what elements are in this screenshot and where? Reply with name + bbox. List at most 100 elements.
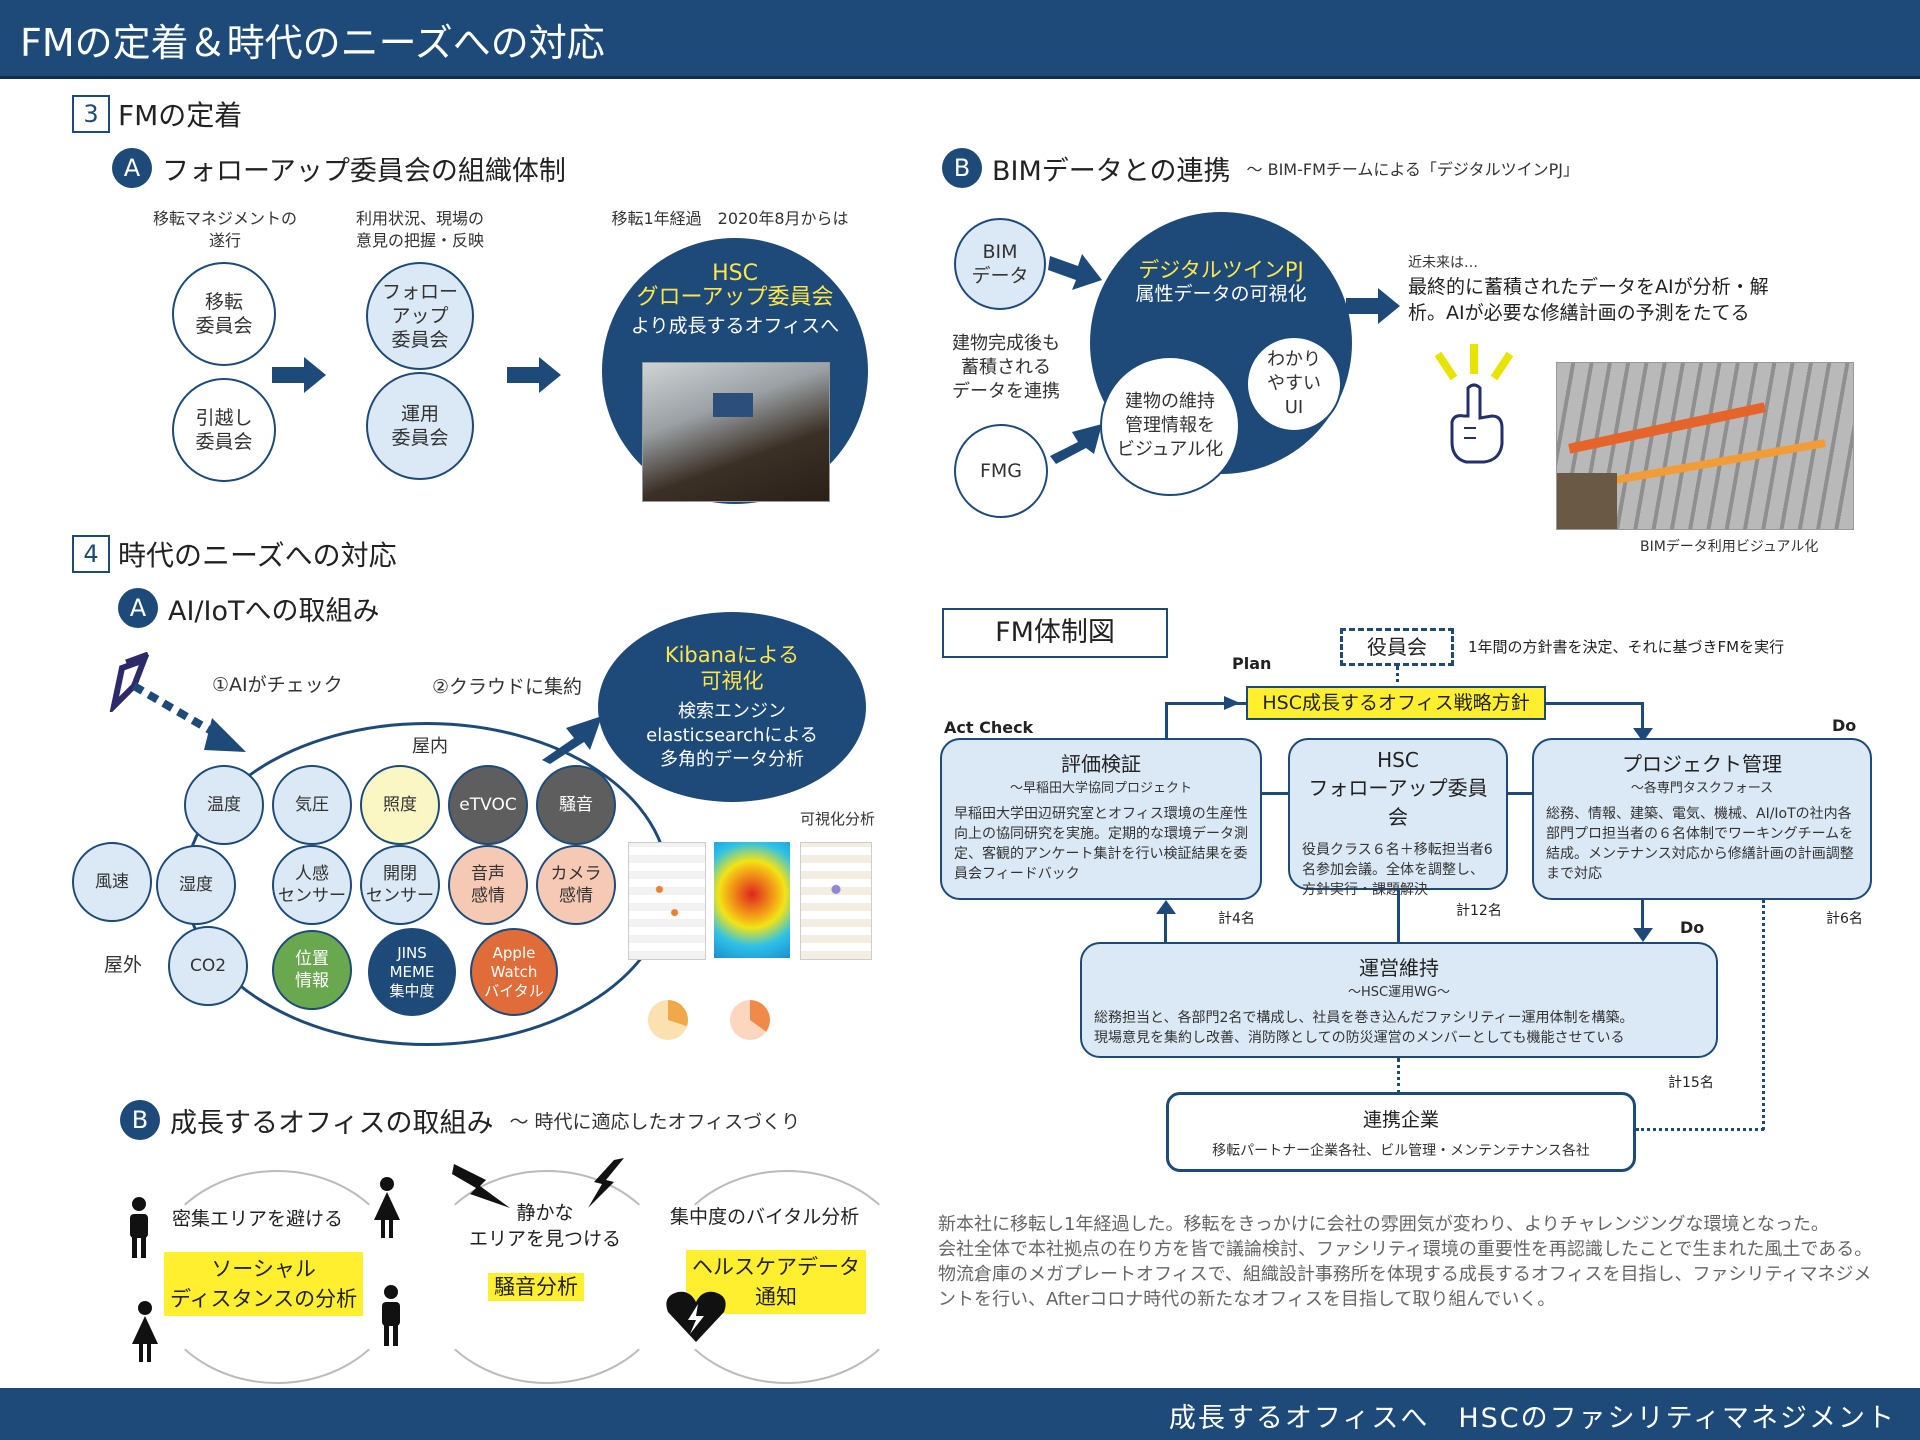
connector-line (1397, 890, 1400, 942)
meeting-photo (642, 362, 830, 502)
vis-chart-3 (800, 842, 872, 960)
fm-chart-title: FM体制図 (942, 608, 1168, 658)
section-4-heading: 4 時代のニーズへの対応 (72, 534, 397, 574)
section-title: FMの定着 (118, 99, 243, 132)
sensor-pressure: 気圧 (272, 765, 352, 845)
badge-b: B (120, 1100, 160, 1140)
sub-subtitle: ～ BIM-FMチームによる「デジタルツインPJ」 (1246, 160, 1579, 179)
sensor-label: 照度 (383, 795, 417, 815)
sensor-label: JINS MEME 集中度 (389, 943, 435, 1000)
dt-title: デジタルツインPJ (1138, 258, 1304, 282)
dt-ui-circle: わかり やすい UI (1246, 336, 1342, 432)
do-label-2: Do (1680, 918, 1705, 937)
sensor-noise: 騒音 (536, 765, 616, 845)
item3-highlight: ヘルスケアデータ 通知 (686, 1250, 866, 1314)
sub-title: フォローアップ委員会の組織体制 (162, 155, 566, 187)
sensor-human: 人感 センサー (272, 845, 352, 925)
pointing-hand-icon (1434, 344, 1514, 464)
act-check-label: Act Check (944, 718, 1034, 737)
pen-check-icon (109, 652, 150, 712)
box-followup: HSC フォローアップ委員会 役員クラス６名＋移転担当者6名参加会議。全体を調整… (1288, 738, 1508, 898)
arc-decoration (150, 1170, 404, 1384)
footer-text: 成長するオフィスへ HSCのファシリティマネジメント (1168, 1403, 1896, 1434)
connector-line (1262, 792, 1288, 795)
section-title: 時代のニーズへの対応 (118, 539, 397, 572)
sensor-co2: CO2 (168, 926, 248, 1006)
connector-line (1396, 666, 1399, 690)
sensor-apple: Apple Watch バイタル (470, 928, 558, 1016)
do-label-1: Do (1832, 716, 1857, 735)
sub-subtitle: ～ 時代に適応したオフィスづくり (509, 1110, 801, 1133)
arrow-icon (1050, 424, 1102, 464)
dt-sub: 属性データの可視化 (1135, 283, 1307, 305)
circle-bim: BIM データ (954, 218, 1046, 310)
broken-heart-icon (666, 1291, 726, 1342)
sensor-label: 位置 情報 (295, 949, 329, 991)
box-desc: 総務担当と、各部門2名で構成し、社員を巻き込んだファシリティー運用体制を構築。 … (1094, 1010, 1634, 1046)
sensor-label: 人感 センサー (278, 864, 346, 906)
pie-icon (730, 1000, 770, 1040)
box-operation: 運営維持 ～HSC運用WG～ 総務担当と、各部門2名で構成し、社員を巻き込んだフ… (1080, 942, 1718, 1058)
box-desc: 総務、情報、建築、電気、機械、AI/IoTの社内各部門プロ担当者の６名体制でワー… (1546, 806, 1854, 882)
highlight-text: 騒音分析 (488, 1273, 584, 1301)
box-partners: 連携企業 移転パートナー企業各社、ビル管理・メンテンテナンス各社 (1166, 1092, 1636, 1172)
outdoor-label: 屋外 (104, 954, 143, 976)
vis-label: 可視化分析 (800, 810, 876, 828)
pie-icon (648, 1000, 688, 1040)
connector-line (1641, 900, 1644, 932)
connector-line (1165, 702, 1168, 738)
box-desc: 移転パートナー企業各社、ビル管理・メンテンテナンス各社 (1212, 1143, 1590, 1159)
sensor-label: 音声 感情 (471, 864, 505, 906)
item3-caption: 集中度のバイタル分析 (670, 1206, 860, 1228)
sensor-door: 開閉 センサー (360, 845, 440, 925)
pipe-shape (1568, 402, 1766, 454)
caption-col3: 移転1年経過 2020年8月からは (611, 209, 849, 228)
page-title: FMの定着＆時代のニーズへの対応 (20, 21, 605, 65)
sensor-etvoc: eTVOC (448, 765, 528, 845)
box-desc: 早稲田大学田辺研究室とオフィス環境の生産性向上の協同研究を実施。定期的な環境デー… (954, 806, 1248, 882)
caption-col1: 移転マネジメントの 遂行 (152, 209, 297, 250)
connector-line (1164, 912, 1167, 942)
step2-label: ②クラウドに集約 (432, 676, 583, 698)
sensor-position: 位置 情報 (272, 930, 352, 1010)
badge-b: B (942, 148, 982, 188)
sensor-label: Apple Watch バイタル (484, 943, 544, 1000)
bim-visual-photo (1556, 362, 1854, 530)
count-2: 計12名 (1456, 903, 1502, 919)
arrow-icon (542, 716, 602, 764)
sensor-label: 騒音 (559, 795, 593, 815)
sensor-label: 気圧 (295, 795, 329, 815)
sensor-camera: カメラ 感情 (536, 845, 616, 925)
caption-col2: 利用状況、現場の 意見の把握・反映 (355, 209, 484, 250)
highlight-text: ヘルスケアデータ 通知 (686, 1250, 866, 1314)
lightning-icon (588, 1158, 624, 1208)
count-3: 計6名 (1826, 911, 1863, 927)
arrow-down-icon (1633, 728, 1653, 742)
arc-decoration (420, 1170, 674, 1384)
lightning-icon (452, 1164, 510, 1208)
section-number: 3 (72, 95, 110, 133)
circle-iten: 移転 委員会 (172, 262, 276, 366)
connector-line (1546, 702, 1642, 705)
growup-line3: より成長するオフィスへ (630, 315, 840, 337)
person-icon (130, 1197, 148, 1258)
box-title: HSC フォローアップ委員会 (1308, 748, 1488, 829)
box-title: 連携企業 (1362, 1109, 1439, 1131)
sensor-jins: JINS MEME 集中度 (368, 928, 456, 1016)
sensor-label: 湿度 (179, 875, 213, 895)
future-text: 最終的に蓄積されたデータをAIが分析・解 析。AIが必要な修繕計画の予測をたてる (1408, 276, 1769, 324)
connector-line (1397, 1058, 1400, 1094)
item1-caption: 密集エリアを避ける (172, 1208, 344, 1230)
sensor-label: 風速 (95, 872, 129, 892)
floor-shape (1557, 473, 1617, 529)
sub-heading-4a: A AI/IoTへの取組み (118, 588, 380, 628)
badge-a: A (112, 148, 152, 188)
box-sub: ～早稲田大学協同プロジェクト (1009, 781, 1192, 796)
header-bar: FMの定着＆時代のニーズへの対応 (0, 0, 1920, 79)
circle-unyo: 運用 委員会 (366, 372, 474, 480)
arrow-up-icon (1156, 900, 1176, 914)
sub-heading-3a: A フォローアップ委員会の組織体制 (112, 148, 566, 188)
sensor-voice: 音声 感情 (448, 845, 528, 925)
future-small: 近未来は… (1408, 255, 1478, 271)
box-sub: ～HSC運用WG～ (1347, 985, 1451, 1000)
